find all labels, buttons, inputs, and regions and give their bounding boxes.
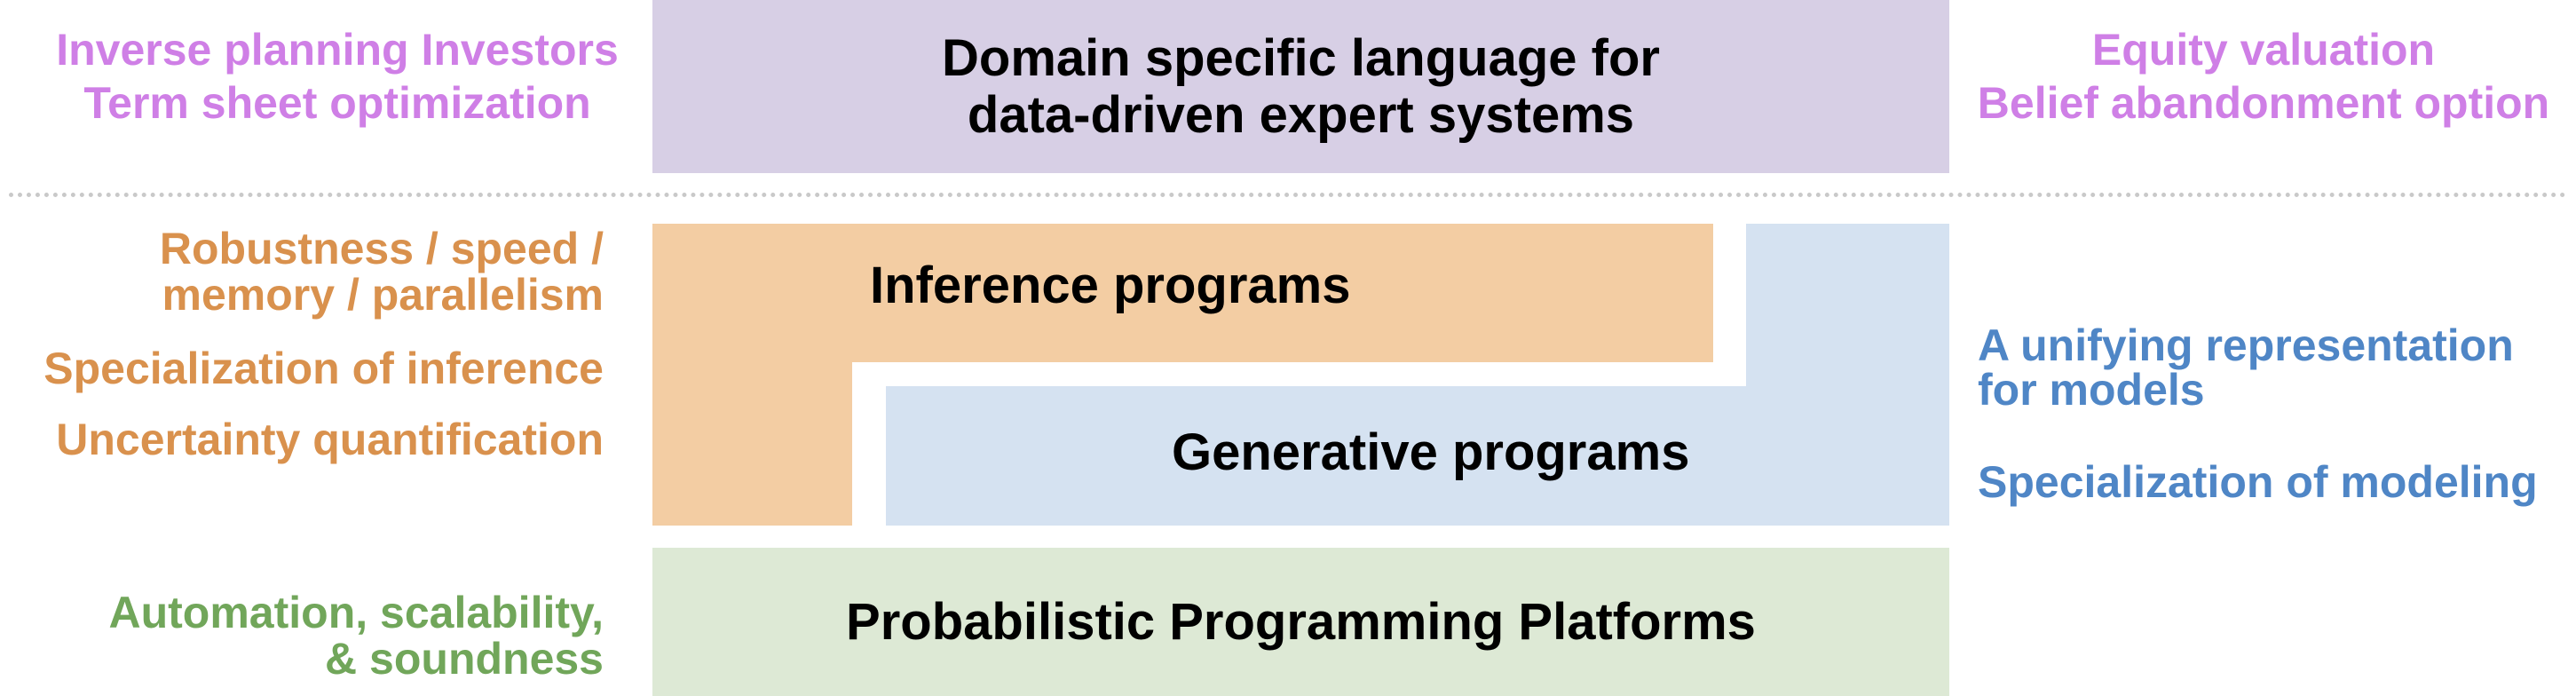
dsl-title-line-1: Domain specific language for: [942, 28, 1660, 87]
specialization-inference-label: Specialization of inference: [43, 344, 604, 393]
robustness-label: Robustness / speed / memory / parallelis…: [36, 225, 604, 318]
automation-line-2: & soundness: [325, 634, 604, 684]
top-left-labels: Inverse planning Investors Term sheet op…: [49, 23, 626, 130]
probabilistic-platforms-label: Probabilistic Programming Platforms: [846, 592, 1756, 651]
dotted-divider: [9, 193, 2567, 197]
top-right-labels: Equity valuation Belief abandonment opti…: [1957, 23, 2570, 130]
inverse-planning-label: Inverse planning Investors: [56, 25, 619, 75]
generative-programs-shape: [886, 224, 1949, 526]
automation-line-1: Automation, scalability,: [108, 588, 604, 637]
inference-programs-label: Inference programs: [870, 257, 1351, 314]
dsl-title-line-2: data-driven expert systems: [967, 85, 1635, 144]
automation-label: Automation, scalability, & soundness: [36, 589, 604, 682]
unifying-line-2: for models: [1978, 365, 2205, 415]
dsl-box: Domain specific language for data-driven…: [652, 0, 1949, 173]
belief-abandonment-label: Belief abandonment option: [1977, 78, 2550, 128]
equity-valuation-label: Equity valuation: [2091, 25, 2436, 75]
unifying-representation-label: A unifying representation for models: [1978, 323, 2514, 412]
probabilistic-platforms-box: Probabilistic Programming Platforms: [652, 548, 1949, 696]
uncertainty-label: Uncertainty quantification: [56, 415, 604, 464]
term-sheet-label: Term sheet optimization: [83, 78, 591, 128]
robustness-line-1: Robustness / speed /: [159, 224, 604, 273]
unifying-line-1: A unifying representation: [1978, 320, 2514, 370]
inference-programs-shape: [652, 224, 1713, 526]
generative-programs-label: Generative programs: [1172, 423, 1690, 481]
robustness-line-2: memory / parallelism: [162, 270, 604, 320]
specialization-modeling-label: Specialization of modeling: [1978, 457, 2538, 507]
